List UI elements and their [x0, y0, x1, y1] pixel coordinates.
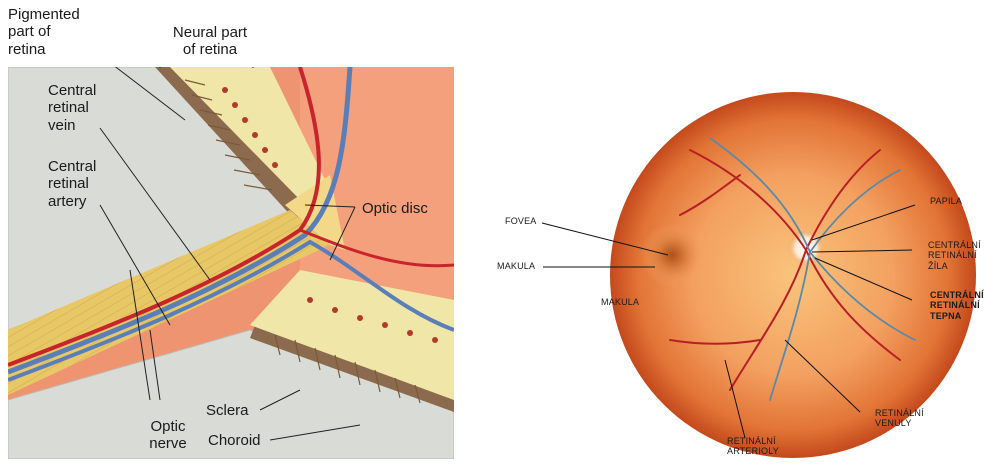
label-retinalni-venuly: RETINÁLNÍ VENULY: [875, 408, 924, 429]
label-choroid: Choroid: [208, 432, 261, 449]
label-optic-disc: Optic disc: [362, 200, 428, 217]
label-centralni-retinalni-zila: CENTRÁLNÍ RETINÁLNÍ ŽÍLA: [928, 240, 981, 271]
label-central-retinal-vein: Central retinal vein: [48, 82, 96, 134]
label-papila: PAPILA: [930, 196, 962, 206]
label-makula: MAKULA: [497, 261, 535, 271]
label-sclera: Sclera: [206, 402, 249, 419]
label-fovea: FOVEA: [505, 216, 537, 226]
label-neural-retina: Neural part of retina: [162, 24, 258, 59]
fundus-diagram: [542, 92, 976, 458]
label-centralni-retinalni-tepna: CENTRÁLNÍ RETINÁLNÍ TEPNA: [930, 290, 984, 321]
label-optic-nerve: Optic nerve: [140, 418, 196, 453]
macula-fovea: [640, 223, 704, 287]
label-retinalni-arterioly: RETINÁLNÍ ARTERIOLY: [727, 436, 779, 457]
label-pigmented-retina: Pigmented part of retina: [8, 6, 80, 58]
label-makula-inner: MAKULA: [601, 297, 639, 307]
label-central-retinal-artery: Central retinal artery: [48, 158, 96, 210]
